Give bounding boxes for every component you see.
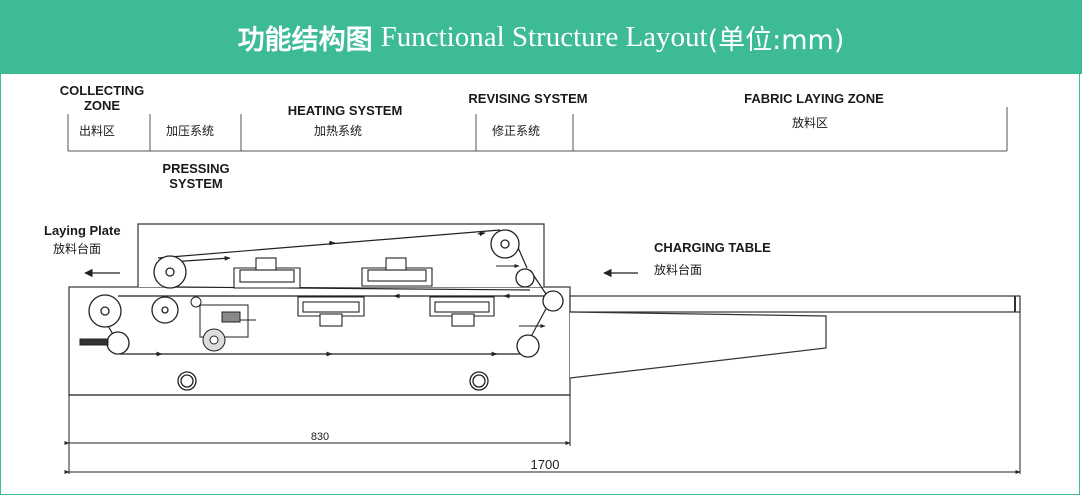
title-unit: (单位:mm) (707, 24, 845, 56)
pressing-system-line1: PRESSING (162, 161, 230, 176)
pressing-system-cn: 加压系统 (166, 124, 215, 138)
pressing-system-label: PRESSING SYSTEM (146, 161, 246, 191)
laying-plate-label: Laying Plate (44, 223, 121, 238)
roller (106, 331, 130, 355)
charging-table-top (569, 295, 1021, 313)
revising-indicators (496, 264, 546, 328)
charging-table (569, 295, 1021, 379)
collecting-zone-line1: COLLECTING (59, 83, 145, 98)
roller (516, 334, 540, 358)
laying-plate-cn: 放料台面 (53, 242, 102, 256)
charging-table-label: CHARGING TABLE (654, 240, 771, 255)
collecting-zone-label: COLLECTING ZONE (50, 83, 154, 113)
dimension-830-label: 830 (311, 431, 329, 443)
pressing-system-line2: SYSTEM (169, 176, 223, 191)
dimension-lines (64, 312, 1021, 474)
title-chinese: 功能结构图 (237, 24, 373, 56)
charging-table-cn: 放料台面 (654, 263, 703, 277)
revising-system-cn: 修正系统 (492, 124, 541, 138)
fabric-laying-zone-cn: 放料区 (792, 116, 829, 130)
title-english: Functional Structure Layout (380, 20, 708, 53)
fabric-laying-zone-label: FABRIC LAYING ZONE (744, 91, 884, 106)
heating-system-cn: 加热系统 (314, 124, 363, 138)
zone-table (67, 107, 1008, 152)
roller (542, 290, 564, 312)
collecting-zone-line2: ZONE (83, 98, 121, 113)
heating-system-label: HEATING SYSTEM (287, 103, 403, 118)
revising-system-label: REVISING SYSTEM (468, 91, 588, 106)
charging-table-bracket (569, 311, 827, 379)
heating-plates (233, 257, 495, 327)
collecting-zone-cn: 出料区 (79, 124, 116, 138)
dimension-1700-label: 1700 (531, 457, 560, 472)
rollers (88, 229, 564, 391)
roller (515, 268, 535, 288)
drive-gearbox (79, 296, 256, 352)
title-banner: 功能结构图 Functional Structure Layout (单位:mm… (0, 0, 1082, 74)
